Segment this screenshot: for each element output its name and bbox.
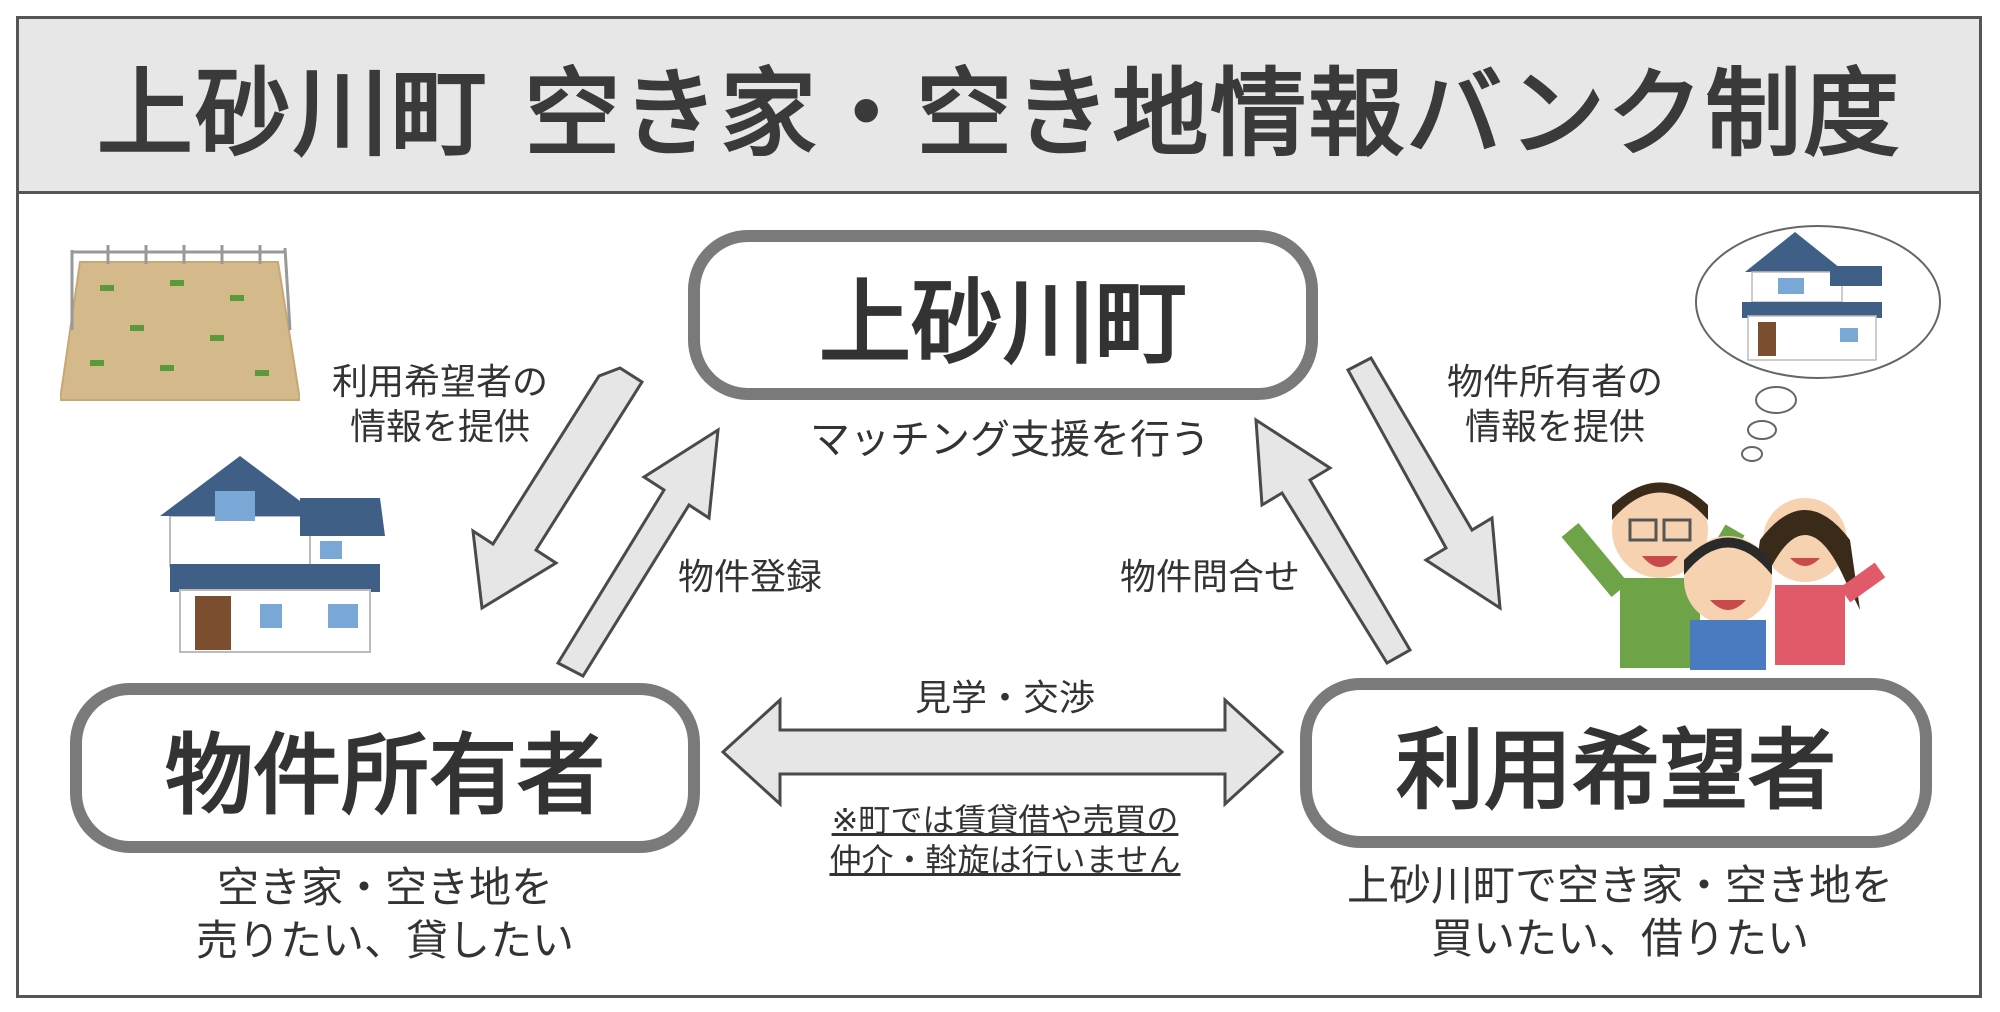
label-user-info-to-owner: 利用希望者の 情報を提供 (310, 360, 570, 450)
label-owner-register: 物件登録 (677, 557, 822, 598)
town-label: 上砂川町 (818, 269, 1187, 377)
label-to-owner-line2: 情報を提供 (349, 407, 530, 448)
label-owner-info-to-user: 物件所有者の 情報を提供 (1415, 360, 1695, 450)
arrow-town-to-user (1345, 356, 1502, 611)
label-to-user-line2: 情報を提供 (1464, 407, 1645, 448)
note-line2: 仲介・斡旋は行いません (829, 841, 1181, 879)
title-banner: 上砂川町 空き家・空き地情報バンク制度 (16, 16, 1982, 194)
owner-desc-line2: 売りたい、貸したい (195, 915, 574, 965)
town-node: 上砂川町 (688, 230, 1318, 400)
disclaimer-note: ※町では賃貸借や売買の 仲介・斡旋は行いません (780, 800, 1230, 880)
user-desc-line2: 買いたい、借りたい (1430, 913, 1809, 963)
label-negotiation: 見学・交渉 (914, 678, 1095, 719)
owner-node: 物件所有者 (70, 683, 700, 853)
house-illustration (160, 456, 385, 653)
owner-desc-line1: 空き家・空き地を (216, 863, 553, 912)
label-to-user-line1: 物件所有者の (1446, 362, 1663, 403)
user-node: 利用希望者 (1300, 678, 1932, 848)
town-description: マッチング支援を行う (810, 417, 1210, 463)
user-desc-line1: 上砂川町で空き家・空き地を (1346, 861, 1893, 910)
user-label: 利用希望者 (1395, 718, 1836, 822)
arrow-town-to-owner (471, 366, 645, 611)
arrow-owner-to-town (555, 427, 720, 678)
note-line1: ※町では賃貸借や売買の (831, 801, 1179, 839)
user-description: 上砂川町で空き家・空き地を 買いたい、借りたい (1290, 860, 1950, 965)
page-title: 上砂川町 空き家・空き地情報バンク制度 (96, 57, 1902, 170)
label-user-inquiry: 物件問合せ (1119, 557, 1300, 598)
arrow-negotiation (720, 696, 1285, 808)
dream-house-thought-bubble (1695, 225, 1941, 462)
vacant-lot-illustration (60, 245, 300, 401)
label-to-owner-line1: 利用希望者の (331, 362, 548, 403)
owner-description: 空き家・空き地を 売りたい、貸したい (70, 862, 700, 967)
arrow-user-to-town (1254, 417, 1413, 666)
owner-label: 物件所有者 (164, 723, 605, 827)
family-illustration (1561, 482, 1886, 670)
